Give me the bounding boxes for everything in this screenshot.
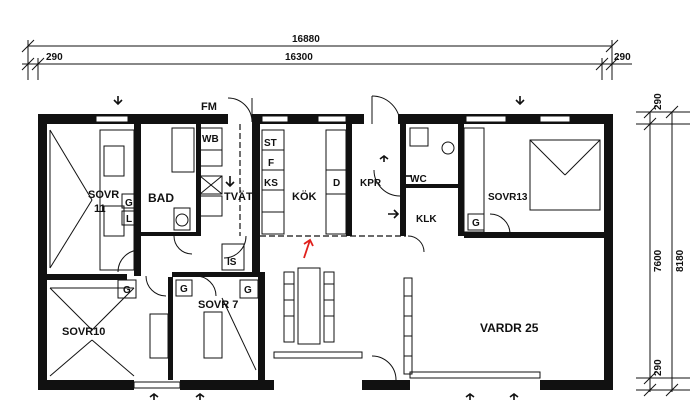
room-label-klk: KLK bbox=[416, 214, 437, 225]
windows bbox=[95, 115, 571, 389]
cabinet-g-sovr13: G bbox=[472, 218, 480, 229]
cabinet-d: D bbox=[333, 178, 340, 189]
room-label-sovr11-number: 11 bbox=[94, 203, 106, 215]
overall-width-dimension: 16880 bbox=[292, 34, 320, 45]
left-margin-dimension: 290 bbox=[46, 52, 63, 63]
room-kok: ST F KS D KÖK bbox=[261, 129, 347, 235]
room-label-fm: FM bbox=[201, 101, 217, 113]
room-vardr: VARDR 25 bbox=[480, 321, 539, 335]
room-sovr10: G SOVR10 bbox=[49, 275, 169, 377]
room-label-sovr13: SOVR13 bbox=[488, 192, 528, 203]
room-sovr7: G G SOVR 7 bbox=[175, 275, 259, 371]
cabinet-ks: KS bbox=[264, 178, 278, 189]
side-dimensions: 290 7600 290 8180 bbox=[636, 93, 690, 397]
room-label-is: IS bbox=[227, 257, 237, 268]
room-label-bad: BAD bbox=[148, 191, 174, 205]
side-top-dimension: 290 bbox=[653, 93, 664, 110]
side-bottom-dimension: 290 bbox=[653, 359, 664, 376]
room-label-sovr10: SOVR10 bbox=[62, 326, 105, 338]
cabinet-g-sovr7-a: G bbox=[180, 284, 188, 295]
cabinet-g-sovr11: G bbox=[125, 198, 133, 209]
cabinet-wb: WB bbox=[202, 134, 219, 145]
side-total-dimension: 8180 bbox=[675, 249, 686, 272]
room-sovr13: G SOVR13 bbox=[463, 127, 601, 235]
top-dimensions: 16880 16300 290 290 bbox=[21, 34, 632, 80]
room-kpr: KPR bbox=[360, 95, 401, 197]
cabinet-l-sovr11: L bbox=[126, 214, 132, 225]
room-label-sovr7: SOVR 7 bbox=[198, 299, 238, 311]
room-label-tvatt: TVÄTT bbox=[224, 190, 260, 203]
side-middle-dimension: 7600 bbox=[653, 249, 664, 272]
room-klk: KLK bbox=[407, 214, 437, 253]
room-sovr11: SOVR 11 G L bbox=[49, 129, 141, 273]
room-wc: WC bbox=[409, 127, 455, 185]
room-label-kok: KÖK bbox=[292, 190, 317, 203]
arrow-marks bbox=[113, 96, 525, 400]
cabinet-g-sovr10: G bbox=[123, 285, 131, 296]
room-label-sovr11: SOVR bbox=[88, 189, 119, 201]
room-label-wc: WC bbox=[410, 174, 427, 185]
dining-area bbox=[283, 267, 413, 381]
cabinet-g-sovr7-b: G bbox=[244, 285, 252, 296]
room-label-vardr: VARDR 25 bbox=[480, 321, 539, 335]
red-marker-arrow bbox=[303, 238, 314, 259]
inner-width-dimension: 16300 bbox=[285, 52, 313, 63]
room-label-kpr: KPR bbox=[360, 178, 382, 189]
cabinet-st: ST bbox=[264, 138, 277, 149]
cabinet-f: F bbox=[268, 158, 274, 169]
right-margin-dimension: 290 bbox=[614, 52, 631, 63]
room-bad: BAD bbox=[148, 127, 195, 255]
room-is: IS bbox=[221, 243, 245, 271]
room-tvatt: WB TVÄTT FM bbox=[199, 97, 260, 259]
interior-walls bbox=[47, 124, 604, 380]
